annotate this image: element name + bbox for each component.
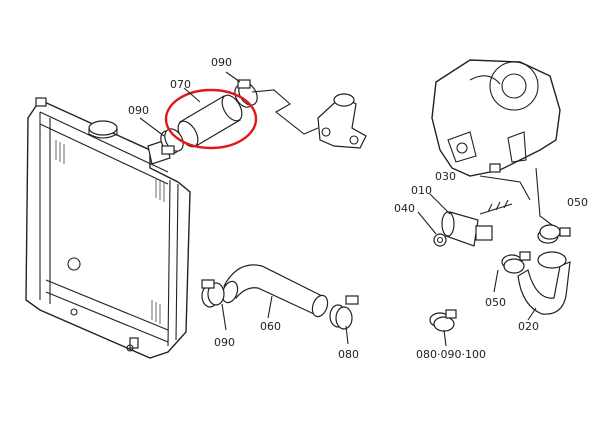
label-030: 030 — [435, 170, 456, 183]
lower-hose — [221, 264, 329, 318]
highlight-circle — [164, 88, 258, 150]
hose-clamp-lower-right — [329, 295, 359, 330]
label-050-bottom: 050 — [485, 296, 506, 309]
leader-upper-hose — [251, 89, 319, 135]
callout-leaders — [139, 71, 537, 347]
bend-hose-020 — [517, 251, 571, 315]
leader-050-right — [535, 167, 557, 229]
upper-hose — [177, 94, 243, 148]
label-080-090-100: 080·090·100 — [416, 348, 486, 361]
label-010: 010 — [411, 184, 432, 197]
hose-clamp-lower-left — [201, 279, 225, 308]
label-070: 070 — [170, 78, 191, 91]
bolt-040 — [433, 233, 447, 247]
label-080: 080 — [338, 348, 359, 361]
clamp-set — [429, 309, 457, 332]
water-pump-housing — [431, 59, 561, 177]
hose-clamp-050-right — [537, 224, 571, 244]
hose-clamp-050-bottom — [501, 251, 531, 274]
label-060: 060 — [260, 320, 281, 333]
thermostat-cover — [317, 93, 367, 149]
bypass-pipe — [441, 199, 513, 247]
label-050-right: 050 — [567, 196, 588, 209]
hose-clamp-upper-left — [160, 128, 184, 155]
label-090-left: 090 — [128, 104, 149, 117]
leader-030 — [479, 175, 531, 201]
label-090-bottom: 090 — [214, 336, 235, 349]
label-040: 040 — [394, 202, 415, 215]
label-020: 020 — [518, 320, 539, 333]
label-090-top: 090 — [211, 56, 232, 69]
